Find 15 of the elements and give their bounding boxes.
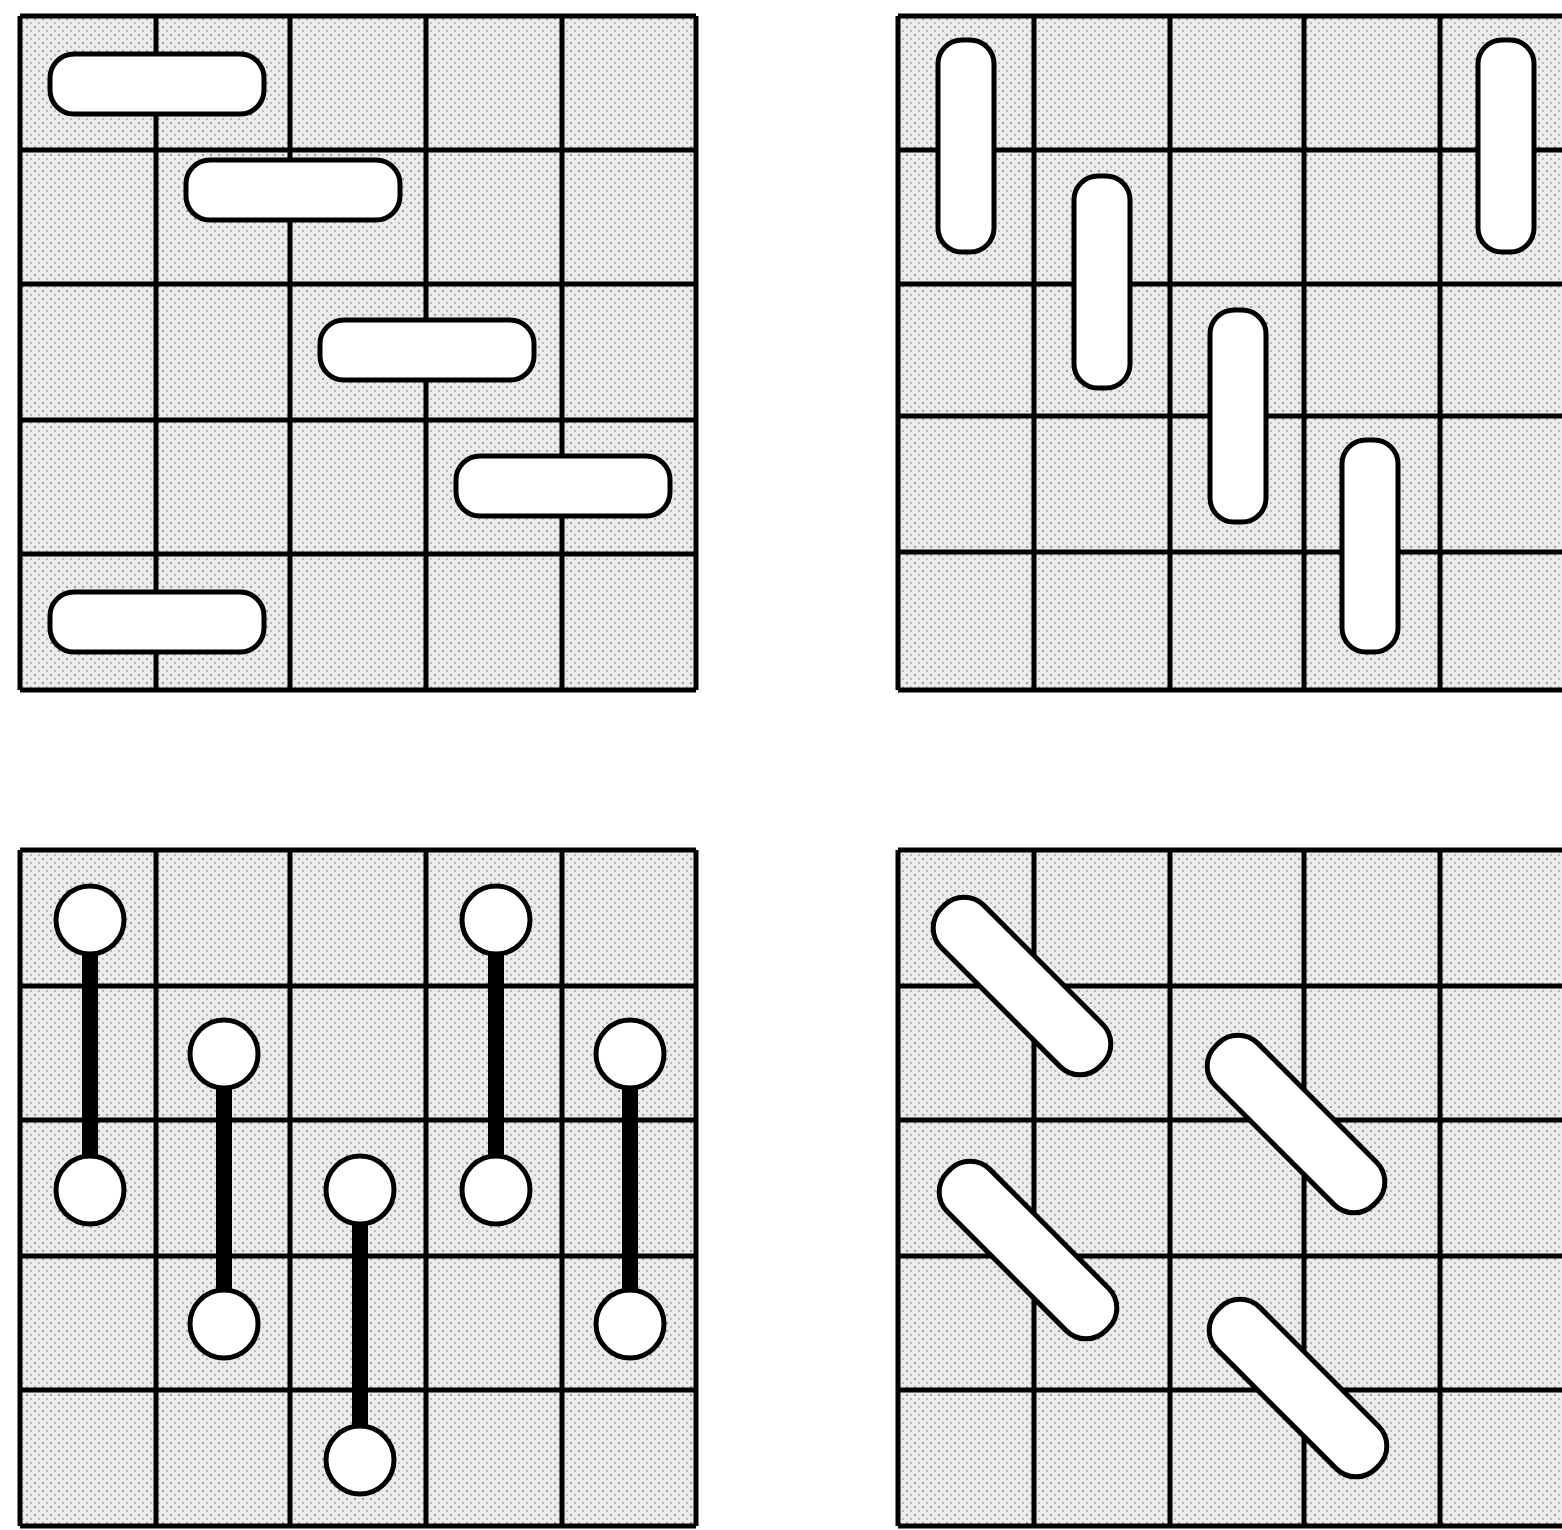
connector-bar	[216, 1088, 232, 1290]
circle-node	[459, 1153, 533, 1227]
circle-node	[53, 883, 127, 957]
circle-node	[53, 1153, 127, 1227]
circle-node	[187, 1017, 261, 1091]
circle-node	[323, 1153, 397, 1227]
circle-node	[187, 1287, 261, 1361]
circle-node	[593, 1287, 667, 1361]
connector-bar	[82, 954, 98, 1156]
connector-bar	[488, 954, 504, 1156]
connector-bar	[352, 1224, 368, 1426]
circle-node	[323, 1423, 397, 1497]
circle-node	[459, 883, 533, 957]
connector-bar	[622, 1088, 638, 1290]
circle-node	[593, 1017, 667, 1091]
